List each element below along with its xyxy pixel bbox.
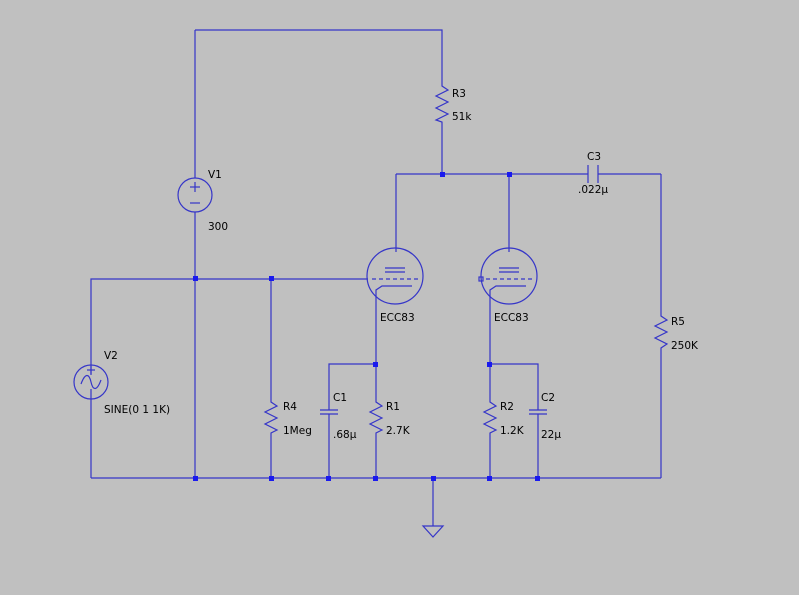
c1-name: C1 (333, 392, 347, 404)
c3-capacitor[interactable] (587, 165, 599, 183)
r1-resistor[interactable] (368, 398, 384, 436)
junction-dot (535, 476, 540, 481)
v1-source[interactable] (177, 177, 213, 213)
junction-dot (326, 476, 331, 481)
r4-name: R4 (283, 401, 297, 413)
c2-value: 22µ (541, 429, 561, 441)
c3-name: C3 (587, 151, 601, 163)
junction-dot (487, 476, 492, 481)
v2-name: V2 (104, 350, 118, 362)
junctions (193, 172, 540, 481)
wires (90, 29, 662, 526)
ground-symbol[interactable] (421, 525, 445, 538)
junction-dot (373, 362, 378, 367)
u2-triode-tube[interactable] (478, 247, 538, 305)
v2-source[interactable] (73, 364, 109, 400)
c1-capacitor[interactable] (320, 409, 338, 415)
r4-value: 1Meg (283, 425, 312, 437)
r5-name: R5 (671, 316, 685, 328)
wire-supply-top (195, 29, 443, 80)
r5-value: 250K (671, 340, 699, 352)
r2-name: R2 (500, 401, 514, 413)
r2-value: 1.2K (500, 425, 525, 437)
r3-value: 51k (452, 111, 472, 123)
c2-name: C2 (541, 392, 555, 404)
r3-name: R3 (452, 88, 466, 100)
v1-value: 300 (208, 221, 228, 233)
junction-dot (269, 276, 274, 281)
c3-value: .022µ (578, 184, 608, 196)
c2-capacitor[interactable] (529, 409, 547, 415)
junction-dot (487, 362, 492, 367)
v2-value: SINE(0 1 1K) (104, 404, 170, 416)
wire-grid-input (90, 278, 368, 375)
r1-name: R1 (386, 401, 400, 413)
r1-value: 2.7K (386, 425, 411, 437)
r2-resistor[interactable] (482, 398, 498, 436)
r4-resistor[interactable] (263, 398, 279, 436)
junction-dot (193, 476, 198, 481)
junction-dot (193, 276, 198, 281)
junction-dot (373, 476, 378, 481)
junction-dot (507, 172, 512, 177)
r3-resistor[interactable] (434, 80, 450, 126)
u1-triode-tube[interactable] (366, 247, 424, 305)
junction-dot (440, 172, 445, 177)
u2-value: ECC83 (494, 312, 529, 324)
v1-name: V1 (208, 169, 222, 181)
junction-dot (431, 476, 436, 481)
u1-value: ECC83 (380, 312, 415, 324)
wire-c2-top (490, 363, 539, 410)
wire-c1-top (328, 363, 376, 410)
junction-dot (269, 476, 274, 481)
c1-value: .68µ (333, 429, 357, 441)
r5-resistor[interactable] (653, 312, 669, 354)
